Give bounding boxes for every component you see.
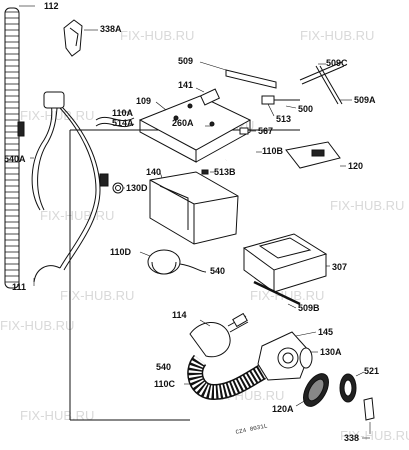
- watermark: FIX-HUB.RU: [300, 28, 374, 43]
- cross-bar-509c: [299, 61, 345, 105]
- part-label-109: 109: [136, 96, 151, 106]
- part-label-514a: 514A: [112, 118, 134, 128]
- part-label-567: 567: [258, 126, 273, 136]
- part-label-110c: 110C: [154, 379, 176, 389]
- watermark: FIX-HUB.RU: [60, 288, 134, 303]
- watermark: FIX-HUB.RU: [40, 208, 114, 223]
- detergent-drawer-307: [242, 233, 330, 293]
- part-label-540-upper: 540: [210, 266, 225, 276]
- part-label-540-lower: 540: [156, 362, 171, 372]
- watermark: FIX-HUB.RU: [20, 108, 94, 123]
- drain-pump-110d: [139, 249, 207, 275]
- part-label-509c: 509C: [326, 58, 348, 68]
- pressure-switch-500: [261, 95, 300, 109]
- hose-110b: [224, 149, 268, 191]
- part-label-509: 509: [178, 56, 193, 66]
- sump-hose-110c: [184, 354, 267, 401]
- part-label-500: 500: [298, 104, 313, 114]
- part-label-112: 112: [44, 1, 59, 11]
- mains-cable-111: [33, 265, 61, 286]
- part-label-110a: 110A: [112, 108, 134, 118]
- watermark: FIX-HUB.RU: [0, 318, 74, 333]
- part-label-145: 145: [318, 327, 333, 337]
- part-label-111: 111: [12, 282, 26, 292]
- clip-338: [362, 397, 375, 439]
- watermark: FIX-HUB.RU: [250, 288, 324, 303]
- part-label-130d: 130D: [126, 183, 148, 193]
- part-label-513b: 513B: [214, 167, 236, 177]
- watermark: FIX-HUB.RU: [330, 198, 404, 213]
- part-label-120a: 120A: [272, 404, 294, 414]
- part-label-521: 521: [364, 366, 379, 376]
- part-label-140: 140: [146, 167, 161, 177]
- corrugated-hose-112: [4, 5, 35, 289]
- part-label-141: 141: [178, 80, 193, 90]
- filter-knob-120a: [295, 373, 329, 407]
- watermark: FIX-HUB.RU: [120, 28, 194, 43]
- part-label-338: 338: [344, 433, 359, 443]
- part-label-513: 513: [276, 114, 291, 124]
- part-label-130a: 130A: [320, 347, 342, 357]
- part-label-509b: 509B: [298, 303, 320, 313]
- rail-509: [199, 61, 277, 89]
- hose-110a: [95, 111, 135, 128]
- part-label-110d: 110D: [110, 247, 132, 257]
- filter-flap-521: [339, 371, 365, 403]
- hose-clamp-130d: [99, 173, 125, 194]
- watermark: FIX-HUB.RU: [20, 408, 94, 423]
- dispenser-housing-140: [149, 171, 239, 245]
- part-label-509a: 509A: [354, 95, 376, 105]
- connector-513b: [201, 169, 216, 175]
- pump-housing-145: [257, 331, 318, 381]
- part-label-120: 120: [348, 161, 363, 171]
- part-label-540a: 540A: [4, 154, 26, 164]
- part-label-260a: 260A: [172, 118, 194, 128]
- part-label-110b: 110B: [262, 146, 284, 156]
- hose-clip-338a: [63, 19, 98, 57]
- dispenser-cap-120: [285, 141, 346, 169]
- watermark: FIX-HUB.RU: [340, 428, 409, 443]
- suppressor-141: [195, 87, 221, 106]
- rod-509b: [253, 280, 301, 309]
- part-label-114: 114: [172, 310, 187, 320]
- part-label-307: 307: [332, 262, 347, 272]
- drain-hose-assembly: [189, 312, 249, 358]
- top-mounting-plate-260a: [138, 95, 252, 163]
- inlet-valve-wiring-540a: [17, 91, 101, 271]
- drawing-code: CZ4 0031L: [235, 422, 269, 436]
- clip-567: [239, 127, 256, 135]
- part-label-338a: 338A: [100, 24, 122, 34]
